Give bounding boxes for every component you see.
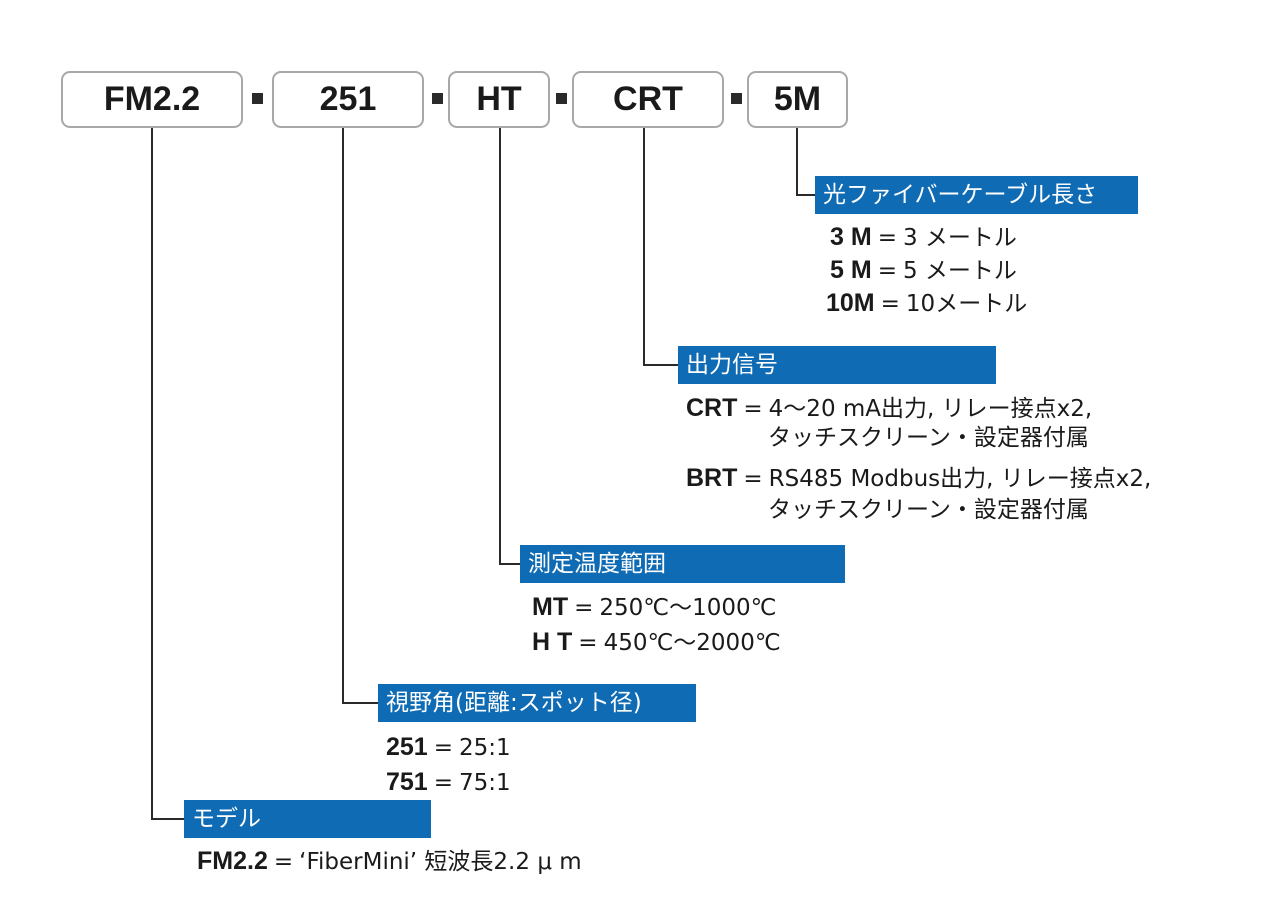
connector-fov [342, 128, 378, 704]
field-of-view-heading: 視野角(距離:スポット径) [378, 684, 696, 722]
cable-option: 5 M=5 メートル [830, 255, 1017, 286]
separator-dash [556, 93, 567, 104]
model-heading: モデル [184, 800, 431, 838]
option-desc: 4〜20 mA出力, リレー接点x2, [768, 396, 1093, 422]
option-eq: = [574, 595, 594, 621]
output-option-line2: タッチスクリーン・設定器付属 [768, 425, 1089, 451]
cable-option: 10M=10メートル [826, 288, 1027, 319]
option-eq: = [877, 225, 897, 251]
code-box-temp: HT [448, 71, 550, 128]
option-code: CRT [686, 394, 738, 422]
option-eq: = [433, 735, 453, 761]
option-code: 3 M [830, 223, 872, 251]
temp-range-heading: 測定温度範囲 [520, 545, 845, 583]
separator-dash [432, 93, 443, 104]
option-code: 251 [386, 733, 428, 761]
option-desc: 25:1 [459, 735, 511, 761]
option-code: FM2.2 [197, 847, 268, 875]
code-output-text: CRT [613, 80, 683, 118]
output-option: CRT=4〜20 mA出力, リレー接点x2, [686, 393, 1092, 424]
option-eq: = [273, 849, 294, 875]
option-desc: 450℃〜2000℃ [603, 630, 781, 656]
code-cable-text: 5M [773, 80, 822, 118]
cable-length-heading: 光ファイバーケーブル長さ [815, 176, 1138, 214]
fov-option: 251=25:1 [386, 732, 511, 763]
temp-option: H T=450℃〜2000℃ [532, 627, 781, 658]
separator-dash [252, 93, 263, 104]
option-eq: = [877, 258, 897, 284]
option-code: 10M [826, 289, 875, 317]
option-code: MT [532, 593, 569, 621]
option-code: 5 M [830, 256, 872, 284]
fov-option: 751=75:1 [386, 767, 511, 798]
temp-option: MT=250℃〜1000℃ [532, 592, 776, 623]
connector-temp [499, 128, 520, 565]
code-box-fov: 251 [272, 71, 424, 128]
option-eq: = [743, 466, 763, 492]
code-temp-text: HT [476, 80, 522, 118]
cable-option: 3 M=3 メートル [830, 222, 1017, 253]
option-desc: RS485 Modbus出力, リレー接点x2, [768, 466, 1152, 492]
option-code: H T [532, 628, 573, 656]
model-option: FM2.2=‘FiberMini’ 短波長2.2 μ m [197, 846, 582, 877]
option-eq: = [578, 630, 598, 656]
connector-model [151, 128, 184, 820]
connector-cable [796, 128, 815, 196]
option-code: 751 [386, 768, 428, 796]
output-option-line2: タッチスクリーン・設定器付属 [768, 497, 1089, 523]
code-box-output: CRT [572, 71, 724, 128]
option-desc: ‘FiberMini’ 短波長2.2 μ m [299, 849, 582, 875]
code-box-cable: 5M [747, 71, 848, 128]
code-fov-text: 251 [319, 80, 377, 118]
option-desc: 75:1 [459, 770, 511, 796]
option-eq: = [433, 770, 453, 796]
output-signal-heading: 出力信号 [678, 346, 996, 384]
output-option: BRT=RS485 Modbus出力, リレー接点x2, [686, 463, 1151, 494]
code-model-text: FM2.2 [103, 80, 201, 118]
separator-dash [731, 93, 742, 104]
code-box-model: FM2.2 [61, 71, 243, 128]
option-desc: 3 メートル [902, 225, 1017, 251]
option-eq: = [880, 291, 900, 317]
connector-output [643, 128, 678, 366]
option-desc: 5 メートル [902, 258, 1017, 284]
option-desc: 250℃〜1000℃ [599, 595, 777, 621]
option-desc: 10メートル [905, 291, 1028, 317]
option-eq: = [743, 396, 763, 422]
option-code: BRT [686, 464, 738, 492]
